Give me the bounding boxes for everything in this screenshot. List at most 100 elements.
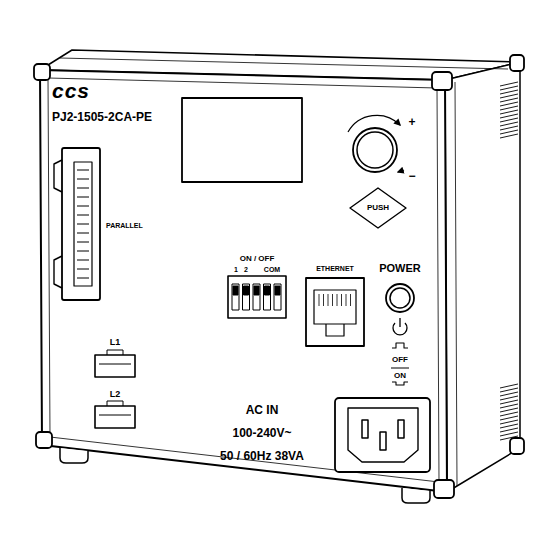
pin — [77, 278, 89, 279]
dip-levers — [232, 284, 281, 310]
fin — [500, 126, 518, 130]
jack-opening — [314, 290, 356, 324]
front-face — [40, 70, 447, 492]
pin — [77, 215, 89, 216]
fin — [500, 98, 518, 102]
switch-divider — [391, 368, 409, 369]
rating-label: 50 / 60Hz 38VA — [220, 450, 304, 462]
power-symbol — [393, 318, 407, 335]
fin — [500, 122, 518, 126]
pin — [77, 197, 89, 198]
dip-switch — [228, 276, 286, 318]
switch-state: ON — [394, 372, 406, 380]
ac-inlet — [335, 398, 430, 472]
fin — [500, 130, 518, 134]
top-edge — [60, 58, 508, 69]
encoder-knob — [353, 128, 397, 172]
fin — [500, 134, 518, 138]
fin — [500, 114, 518, 118]
pin — [77, 242, 89, 243]
rotate-arrow — [398, 170, 404, 172]
push-diamond — [350, 188, 406, 228]
fin — [500, 420, 518, 424]
fin — [500, 102, 518, 106]
switch-number: 2 — [244, 266, 248, 273]
port-label: ETHERNET — [316, 265, 354, 272]
connector-latch — [54, 160, 62, 288]
button-label: POWER — [379, 263, 421, 274]
fin — [500, 110, 518, 114]
switch-label: COM — [264, 266, 280, 273]
brand-logo: ccs — [52, 80, 90, 101]
fin — [500, 82, 518, 86]
rotate-sign: − — [408, 170, 415, 182]
fin — [500, 86, 518, 90]
corner-cap — [434, 480, 454, 498]
port-label: L1 — [110, 338, 121, 347]
jack-pin — [341, 294, 342, 306]
rating-label: AC IN — [246, 404, 279, 416]
encoder-knob-inner — [357, 132, 393, 168]
side-edge — [455, 82, 457, 486]
foot — [60, 448, 88, 463]
pin — [77, 170, 89, 171]
jack-pin — [337, 294, 338, 306]
pin — [77, 206, 89, 207]
jack-pin — [319, 294, 320, 306]
dip-lever — [233, 286, 238, 295]
pin — [77, 224, 89, 225]
pin — [77, 179, 89, 180]
off-symbol — [392, 343, 408, 348]
dip-slot — [274, 284, 281, 310]
dip-slot — [253, 284, 260, 310]
fin — [500, 432, 518, 436]
l2-connector — [95, 406, 135, 428]
inlet-socket — [348, 408, 418, 462]
l1-detail — [99, 350, 131, 364]
fin — [500, 404, 518, 408]
corner-cap — [36, 432, 52, 448]
foot — [402, 488, 430, 503]
rotate-arrow — [348, 115, 400, 132]
side-face — [445, 62, 520, 492]
fin — [500, 416, 518, 420]
dip-slot — [232, 284, 239, 310]
dip-lever — [265, 286, 270, 295]
connector-pins — [77, 170, 89, 278]
fin — [500, 94, 518, 98]
dip-slot — [243, 284, 250, 310]
pin — [77, 251, 89, 252]
dip-lever — [244, 286, 249, 295]
switch-label: ON / OFF — [240, 255, 275, 263]
fin — [500, 436, 518, 440]
dip-lever — [254, 286, 259, 295]
power-button-inner — [390, 288, 410, 308]
ethernet-jack — [306, 278, 364, 346]
connector-slot — [74, 162, 92, 286]
pin — [77, 188, 89, 189]
corner-cap — [510, 55, 524, 71]
jack-pin — [323, 294, 324, 306]
inlet-pin — [362, 420, 368, 438]
display-window — [182, 98, 302, 182]
port-label: PARALLEL — [106, 222, 143, 229]
jack-pin — [346, 294, 347, 306]
fin — [500, 424, 518, 428]
fin — [500, 384, 518, 388]
fin — [500, 388, 518, 392]
power-button — [386, 284, 414, 312]
model-number: PJ2-1505-2CA-PE — [52, 111, 152, 123]
corner-cap — [432, 72, 452, 90]
port-label: L2 — [110, 390, 121, 399]
jack-pin — [328, 294, 329, 306]
fin — [500, 400, 518, 404]
fin — [500, 408, 518, 412]
inlet-pin — [398, 420, 404, 438]
pin — [77, 260, 89, 261]
inlet-pin — [380, 432, 386, 450]
fin — [500, 396, 518, 400]
pin — [77, 233, 89, 234]
cooling-fins — [500, 82, 518, 440]
